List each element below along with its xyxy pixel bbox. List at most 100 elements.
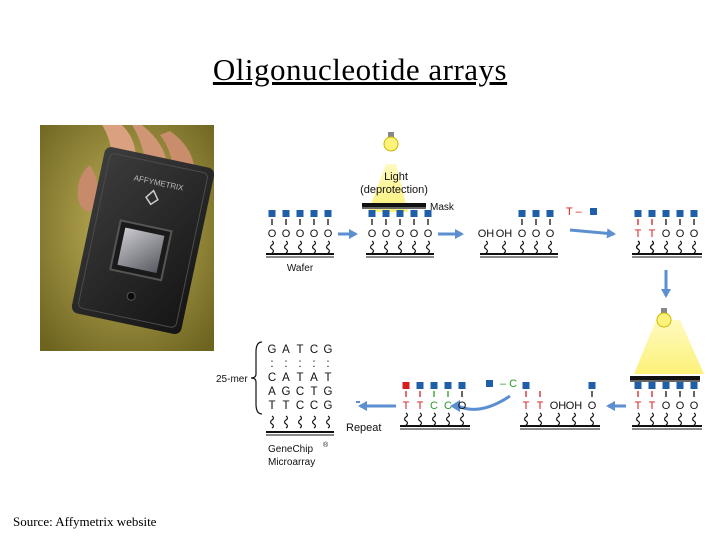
protecting-group [424, 210, 432, 217]
mask-bar [362, 203, 426, 207]
protecting-group [296, 210, 304, 217]
nucleotide-label: O [690, 400, 699, 412]
sequence-base: : [326, 358, 329, 370]
linker-squiggle [459, 412, 465, 426]
nucleotide-label: O [518, 228, 527, 240]
protecting-group [522, 382, 530, 389]
linker-squiggle [369, 240, 375, 254]
nucleotide-label: O [324, 228, 333, 240]
protecting-group [546, 210, 554, 217]
nucleotide-label: O [382, 228, 391, 240]
sequence-base: : [270, 358, 273, 370]
protecting-group [430, 382, 438, 389]
process-arrow-down-head [661, 289, 671, 298]
nucleotide-label: O [676, 228, 685, 240]
chip-window [117, 227, 165, 274]
sequence-base: T [296, 344, 303, 356]
linker-squiggle [269, 415, 275, 429]
linker-squiggle [691, 240, 697, 254]
linker-squiggle [589, 412, 595, 426]
nucleotide-label: O [532, 228, 541, 240]
nucleotide-label: OH [478, 228, 495, 240]
light-bulb-icon [656, 312, 672, 328]
linker-squiggle [677, 412, 683, 426]
bulb-cap [661, 308, 667, 314]
linker-squiggle [311, 415, 317, 429]
sequence-base: G [324, 386, 333, 398]
linker-squiggle [325, 240, 331, 254]
registered-mark: ® [323, 441, 329, 449]
nucleotide-label: C [444, 400, 452, 412]
linker-squiggle [547, 240, 553, 254]
linker-squiggle [403, 412, 409, 426]
nucleotide-label: T [649, 228, 656, 240]
logo-mark [145, 189, 159, 206]
linker-squiggle [431, 412, 437, 426]
linker-squiggle [411, 240, 417, 254]
protecting-group [662, 382, 670, 389]
nucleotide-label: O [662, 228, 671, 240]
nucleotide-label: O [282, 228, 291, 240]
deprotection-label: (deprotection) [360, 184, 428, 196]
light-bulb-icon [383, 136, 399, 152]
protecting-group [662, 210, 670, 217]
nucleotide-label: T [417, 400, 424, 412]
sequence-base: : [312, 358, 315, 370]
nucleotide-label: O [296, 228, 305, 240]
add-c-label: – C [500, 378, 517, 390]
nucleotide-label: OH [496, 228, 513, 240]
sequence-base: T [310, 386, 317, 398]
mask-bar [630, 376, 700, 380]
protecting-group [324, 210, 332, 217]
protecting-group [458, 382, 466, 389]
protecting-group [518, 210, 526, 217]
linker-squiggle [297, 415, 303, 429]
sequence-base: T [324, 372, 331, 384]
protecting-group [588, 382, 596, 389]
linker-squiggle [501, 240, 507, 254]
protecting-group [690, 382, 698, 389]
linker-squiggle [663, 412, 669, 426]
protecting-group [676, 382, 684, 389]
source-note: Source: Affymetrix website [13, 514, 157, 529]
sequence-base: T [296, 372, 303, 384]
linker-squiggle [691, 412, 697, 426]
process-arrow-head [606, 228, 616, 239]
nucleotide-label: T [635, 400, 642, 412]
protecting-group [590, 208, 597, 215]
sequence-base: A [282, 344, 290, 356]
protecting-group [634, 210, 642, 217]
nucleotide-label: O [368, 228, 377, 240]
protecting-group [282, 210, 290, 217]
sequence-base: C [310, 344, 318, 356]
linker-squiggle [677, 240, 683, 254]
linker-squiggle [519, 240, 525, 254]
add-t-label: T – [566, 206, 583, 218]
linker-squiggle [483, 240, 489, 254]
nucleotide-label: O [410, 228, 419, 240]
process-arrow-head [606, 401, 615, 411]
sequence-base: T [282, 400, 289, 412]
linker-squiggle [445, 412, 451, 426]
light-label: Light [384, 171, 408, 183]
nucleotide-label: O [676, 400, 685, 412]
nucleotide-label: O [310, 228, 319, 240]
linker-squiggle [635, 412, 641, 426]
protecting-group [310, 210, 318, 217]
nucleotide-label: O [396, 228, 405, 240]
nucleotide-label: O [546, 228, 555, 240]
light-beam [634, 320, 704, 374]
linker-squiggle [325, 415, 331, 429]
sequence-base: A [310, 372, 318, 384]
wafer-label: Wafer [287, 263, 314, 274]
protecting-group [410, 210, 418, 217]
linker-squiggle [311, 240, 317, 254]
linker-squiggle [425, 240, 431, 254]
microarray-label: Microarray [268, 457, 315, 468]
linker-squiggle [383, 240, 389, 254]
linker-squiggle [571, 412, 577, 426]
sequence-base: C [296, 400, 304, 412]
process-arrow [569, 228, 615, 236]
sequence-base: : [298, 358, 301, 370]
